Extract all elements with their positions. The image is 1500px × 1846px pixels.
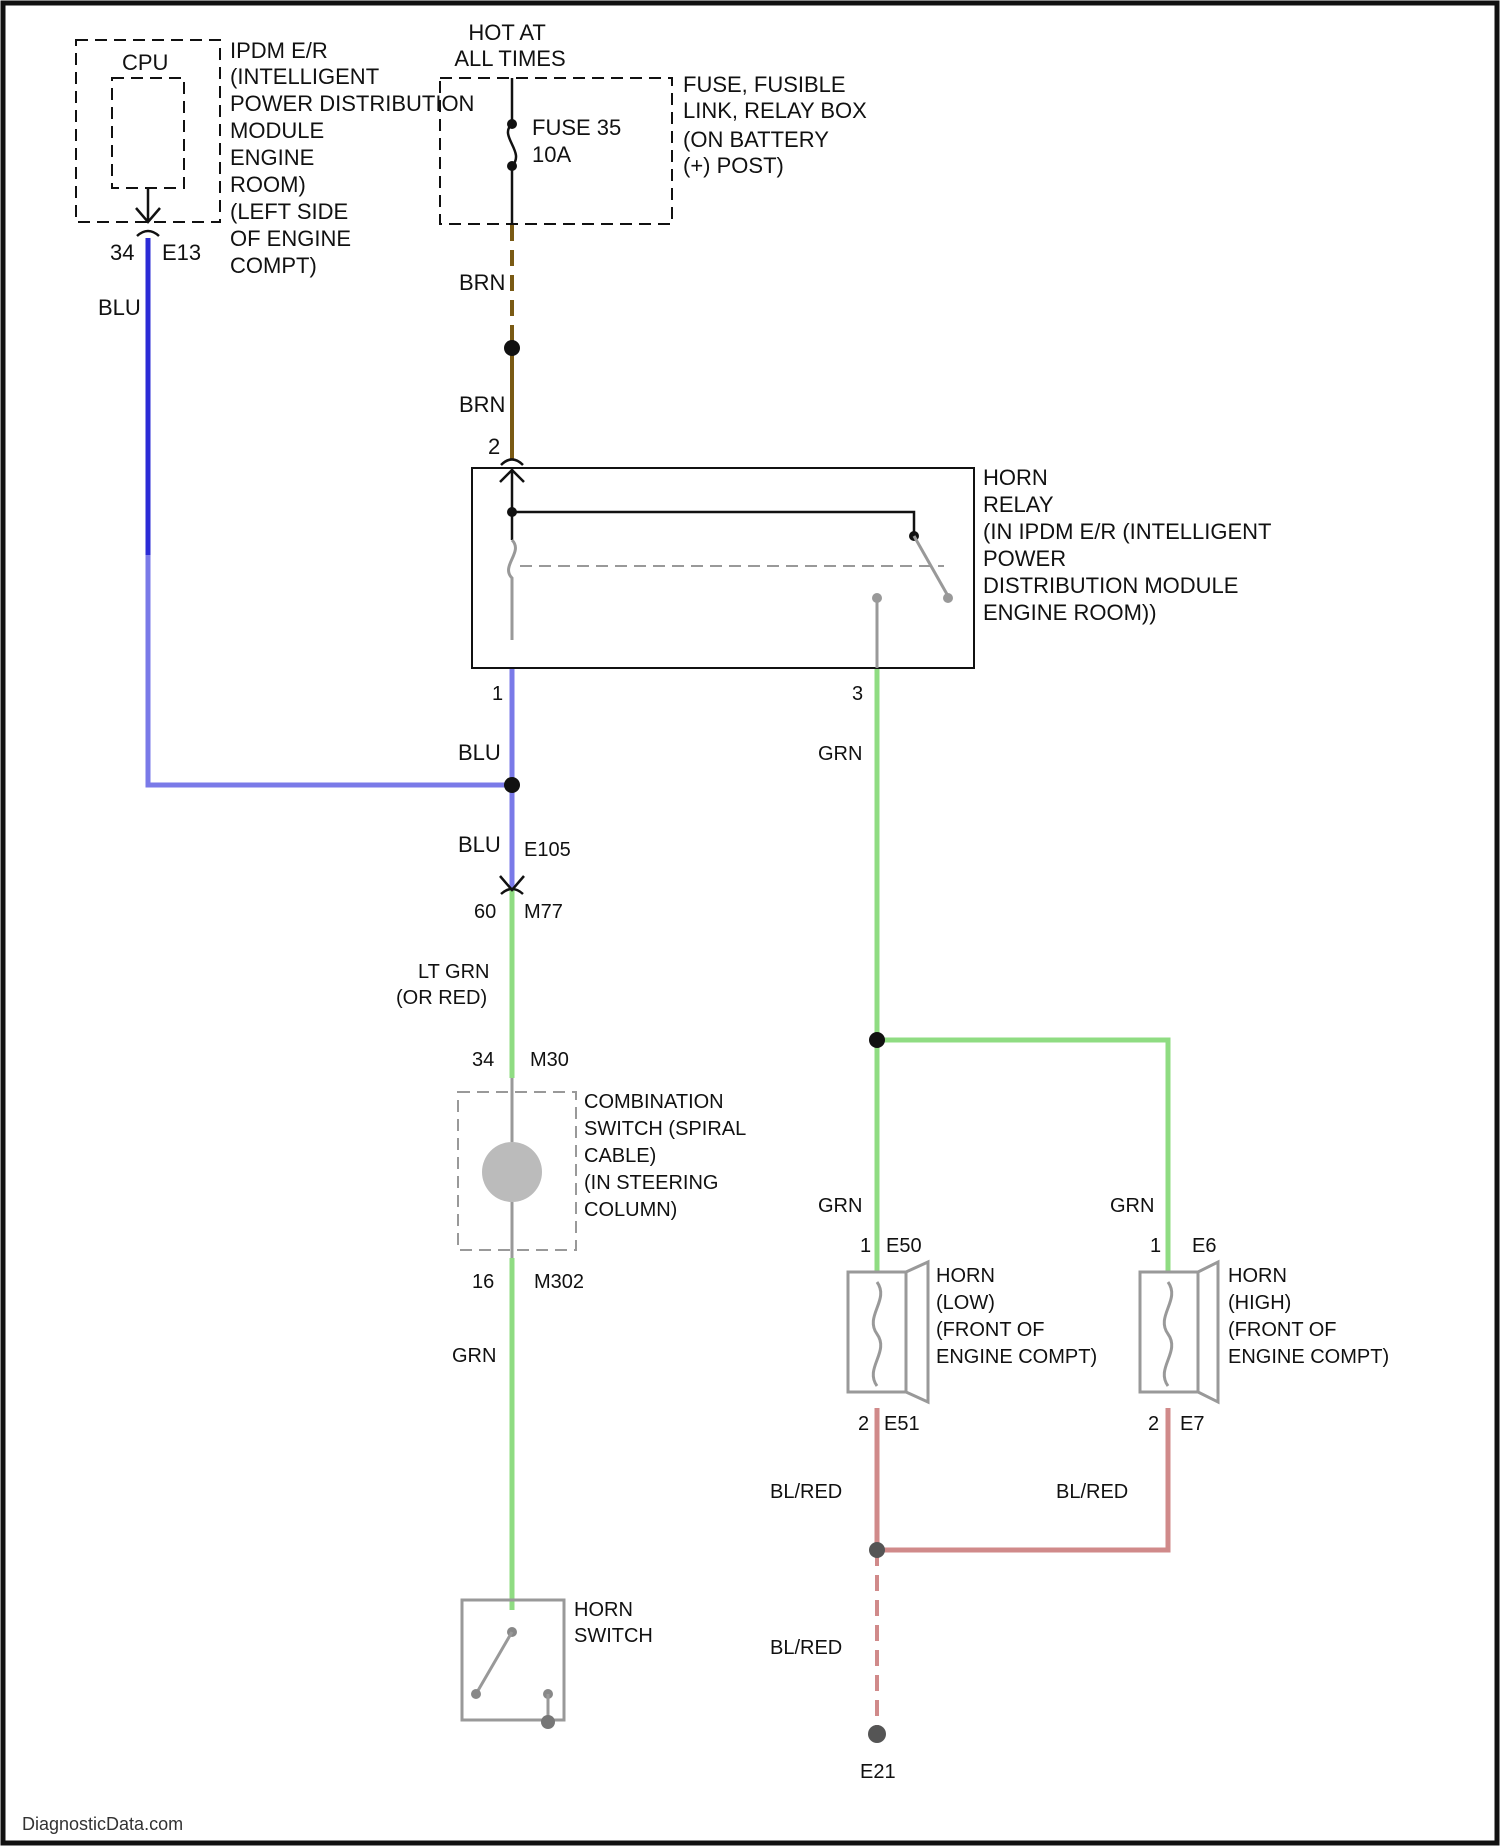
diagram-frame xyxy=(3,3,1497,1843)
blu-splice-node xyxy=(504,777,520,793)
horn-high-pin-top: 1 xyxy=(1150,1235,1161,1257)
connector-m77-label: M77 xyxy=(524,901,563,923)
connector-m77-pin: 60 xyxy=(474,901,496,923)
horn-low-title-line: ENGINE COMPT) xyxy=(936,1346,1097,1368)
combination-switch-title-line: CABLE) xyxy=(584,1145,656,1167)
combination-switch-title-line: SWITCH (SPIRAL xyxy=(584,1118,746,1140)
brn-splice-node xyxy=(504,340,520,356)
relay-title-line: (IN IPDM E/R (INTELLIGENT xyxy=(983,519,1271,544)
ground-point-e21 xyxy=(868,1725,886,1743)
relay-pin-3: 3 xyxy=(852,683,863,705)
horn-switch-pivot xyxy=(471,1689,481,1699)
wire-label-grn-high: GRN xyxy=(1110,1195,1154,1217)
ipdm-title-line: OF ENGINE xyxy=(230,226,351,251)
ipdm-title-line: ENGINE xyxy=(230,145,314,170)
fuse-box-title-line: (ON BATTERY xyxy=(683,127,829,152)
horn-high-connector-bottom: E7 xyxy=(1180,1413,1204,1435)
fuse-box-title-line: (+) POST) xyxy=(683,153,784,178)
bl-red-splice-node xyxy=(869,1542,885,1558)
wire-label-grn-relay: GRN xyxy=(818,743,862,765)
ground-label: E21 xyxy=(860,1761,896,1783)
lt-grn-line: LT GRN xyxy=(418,961,490,983)
horn-low-pin-bottom: 2 xyxy=(858,1413,869,1435)
relay-pin-1: 1 xyxy=(492,683,503,705)
hot-label-line: HOT AT xyxy=(468,20,545,45)
horn-switch-title-line: HORN xyxy=(574,1599,633,1621)
connector-m30-label: M30 xyxy=(530,1049,569,1071)
wire-label-bl-red-high: BL/RED xyxy=(1056,1481,1128,1503)
ipdm-connector-e13: E13 xyxy=(162,240,201,265)
wire-label-blu-top: BLU xyxy=(98,295,141,320)
horn-switch-title-line: SWITCH xyxy=(574,1625,653,1647)
hot-label-line: ALL TIMES xyxy=(454,46,565,71)
horn-low-title-line: HORN xyxy=(936,1265,995,1287)
horn-high-connector-top: E6 xyxy=(1192,1235,1216,1257)
horn-low-connector-top: E50 xyxy=(886,1235,922,1257)
wire-label-brn-2: BRN xyxy=(459,392,505,417)
lt-grn-line: (OR RED) xyxy=(396,987,487,1009)
horn-low-pin-top: 1 xyxy=(860,1235,871,1257)
watermark: DiagnosticData.com xyxy=(22,1814,183,1834)
ipdm-title-line: IPDM E/R xyxy=(230,38,328,63)
connector-e105-label: E105 xyxy=(524,839,571,861)
relay-title-line: HORN xyxy=(983,465,1048,490)
relay-title-line: POWER xyxy=(983,546,1066,571)
horn-switch-ground-node xyxy=(541,1715,555,1729)
ipdm-title-line: (LEFT SIDE xyxy=(230,199,348,224)
horn-high-title-line: (HIGH) xyxy=(1228,1292,1291,1314)
wire-label-bl-red-ground: BL/RED xyxy=(770,1637,842,1659)
horn-low-connector-bottom: E51 xyxy=(884,1413,920,1435)
spiral-cable-symbol xyxy=(482,1142,542,1202)
relay-title-line: RELAY xyxy=(983,492,1054,517)
wire-label-brn-1: BRN xyxy=(459,270,505,295)
fuse-box-title-line: LINK, RELAY BOX xyxy=(683,98,867,123)
horn-high-pin-bottom: 2 xyxy=(1148,1413,1159,1435)
fuse-label-line: FUSE 35 xyxy=(532,115,621,140)
relay-title-line: ENGINE ROOM)) xyxy=(983,600,1157,625)
fuse-box-title-line: FUSE, FUSIBLE xyxy=(683,72,846,97)
grn-splice-node xyxy=(869,1032,885,1048)
ipdm-title-line: POWER DISTRIBUTION xyxy=(230,91,474,116)
relay-title-line: DISTRIBUTION MODULE xyxy=(983,573,1238,598)
wire-label-grn-switch: GRN xyxy=(452,1345,496,1367)
horn-high-title-line: (FRONT OF xyxy=(1228,1319,1337,1341)
ipdm-title-line: COMPT) xyxy=(230,253,317,278)
cpu-label: CPU xyxy=(122,50,168,75)
connector-m302-label: M302 xyxy=(534,1271,584,1293)
horn-high-title-line: ENGINE COMPT) xyxy=(1228,1346,1389,1368)
wire-label-blu-low: BLU xyxy=(458,832,501,857)
wire-label-blu-mid: BLU xyxy=(458,740,501,765)
combination-switch-title-line: (IN STEERING xyxy=(584,1172,718,1194)
ipdm-title-line: (INTELLIGENT xyxy=(230,64,379,89)
horn-high-title-line: HORN xyxy=(1228,1265,1287,1287)
horn-low-title-line: (LOW) xyxy=(936,1292,995,1314)
ipdm-title-line: ROOM) xyxy=(230,172,306,197)
horn-low-title-line: (FRONT OF xyxy=(936,1319,1045,1341)
ipdm-pin-34: 34 xyxy=(110,240,134,265)
relay-switch-pivot xyxy=(943,593,953,603)
connector-m30-pin: 34 xyxy=(472,1049,494,1071)
combination-switch-title-line: COLUMN) xyxy=(584,1199,677,1221)
wire-label-bl-red-low: BL/RED xyxy=(770,1481,842,1503)
hot-at-all-times-label: HOT AT ALL TIMES xyxy=(454,20,565,71)
fuse-label-line: 10A xyxy=(532,142,571,167)
connector-m302-pin: 16 xyxy=(472,1271,494,1293)
combination-switch-title-line: COMBINATION xyxy=(584,1091,724,1113)
ipdm-title-line: MODULE xyxy=(230,118,324,143)
relay-pin-2: 2 xyxy=(488,434,500,459)
wire-label-grn-low: GRN xyxy=(818,1195,862,1217)
